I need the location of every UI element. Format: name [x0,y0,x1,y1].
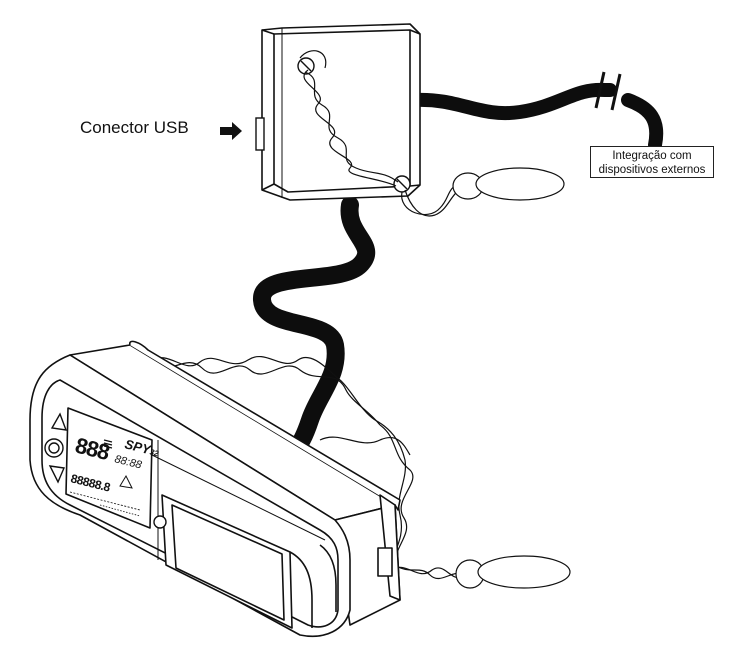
tachograph-buttons [44,412,167,529]
external-integration-box: Integração com dispositivos externos [590,146,714,178]
external-integration-line1: Integração com [612,150,692,162]
warning-icon [119,474,133,489]
down-arrow-icon [48,465,66,484]
usb-port [255,117,265,151]
up-arrow-icon [50,412,68,431]
cables [253,82,664,457]
signal-bars-icon [103,439,113,449]
cable-break-icon [594,71,622,111]
external-cable-end [621,93,664,152]
brand-logo: SPY32 [123,436,161,459]
seal-wire-icon [149,50,571,589]
main-cable [253,196,376,457]
external-cable [408,82,617,121]
usb-arrow-icon [220,122,242,140]
external-integration-line2: dispositivos externos [598,164,706,176]
interface-box [261,23,421,201]
usb-connector-label: Conector USB [80,118,189,137]
tachograph-device [29,340,401,637]
